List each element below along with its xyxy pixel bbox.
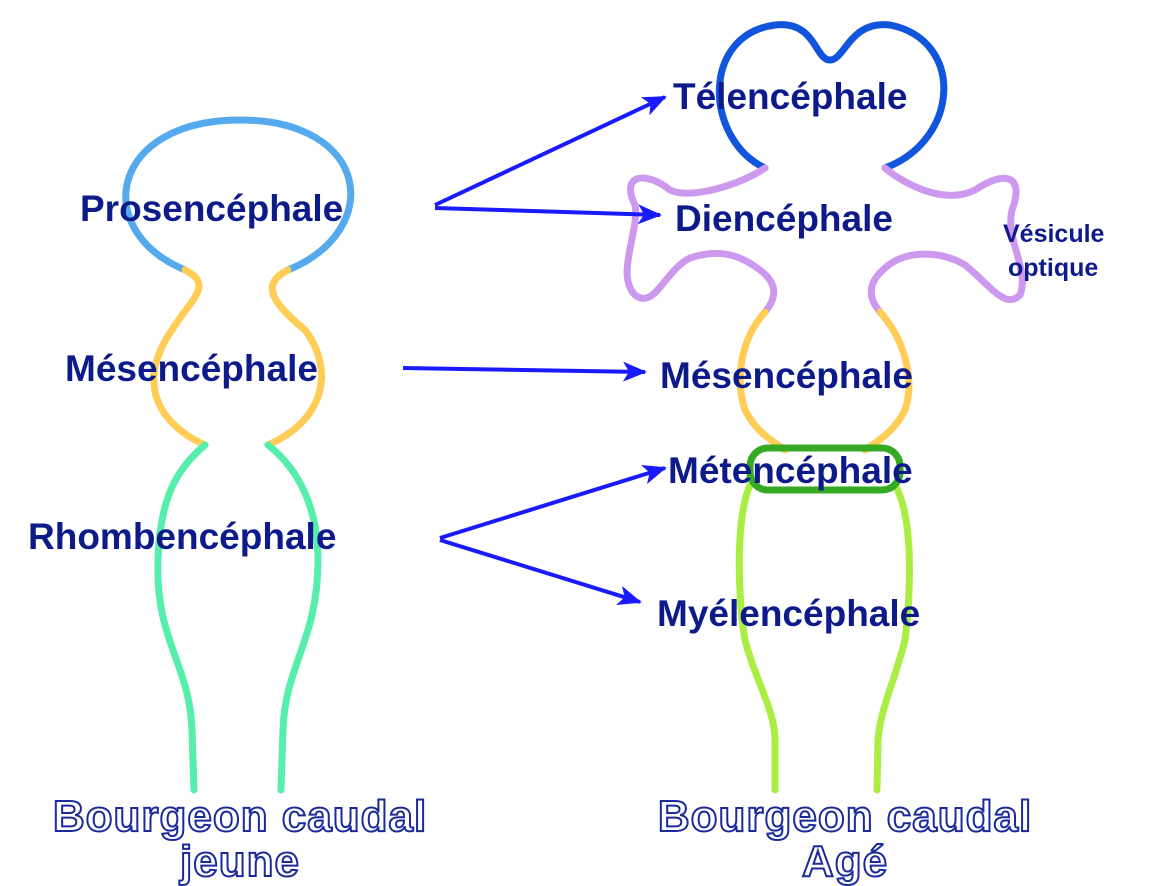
- label-myelencephale: Myélencéphale: [657, 595, 920, 632]
- arrow-mesencephale-to-mesencephale: [403, 368, 645, 372]
- label-metencephale: Métencéphale: [668, 452, 913, 489]
- caption-right-line1: Bourgeon caudal: [610, 795, 1080, 839]
- left-rhombencephale-outline-right: [268, 445, 318, 790]
- caption-left-line2: jeune: [5, 840, 475, 884]
- caption-left-line1: Bourgeon caudal: [5, 795, 475, 839]
- arrow-rhombencephale-to-myelencephale: [440, 540, 640, 602]
- label-right-mesencephale: Mésencéphale: [660, 357, 913, 394]
- label-optique: optique: [1008, 256, 1098, 281]
- left-rhombencephale-outline-left: [158, 445, 205, 790]
- label-prosencephale: Prosencéphale: [80, 190, 343, 227]
- right-diencephale-outline-right: [871, 168, 1022, 312]
- label-rhombencephale: Rhombencéphale: [28, 518, 336, 555]
- label-telencephale: Télencéphale: [673, 78, 907, 115]
- label-left-mesencephale: Mésencéphale: [65, 350, 318, 387]
- caption-right-line2: Agé: [610, 840, 1080, 884]
- label-vesicule: Vésicule: [1003, 222, 1104, 247]
- right-myelencephale-outline-right: [877, 485, 909, 790]
- arrow-rhombencephale-to-metencephale: [440, 468, 665, 538]
- right-myelencephale-outline-left: [739, 485, 775, 790]
- arrow-prosencephale-to-diencephale: [435, 208, 660, 215]
- label-diencephale: Diencéphale: [675, 200, 893, 237]
- right-diencephale-outline: [627, 168, 774, 312]
